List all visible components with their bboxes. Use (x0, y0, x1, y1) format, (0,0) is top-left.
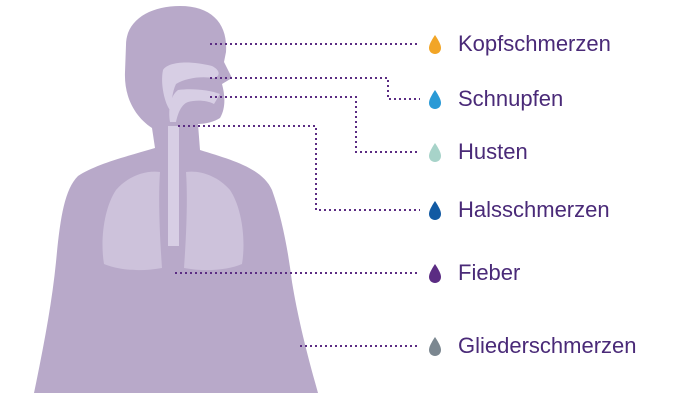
trachea (168, 126, 179, 246)
droplet-icon (429, 264, 441, 283)
symptom-label-kopfschmerzen: Kopfschmerzen (458, 33, 611, 55)
symptom-label-fieber: Fieber (458, 262, 520, 284)
droplet-icon (429, 337, 441, 356)
droplet-icon (429, 90, 441, 109)
symptom-label-husten: Husten (458, 141, 528, 163)
symptom-label-schnupfen: Schnupfen (458, 88, 563, 110)
leader-line-schnupfen (210, 78, 420, 99)
symptom-label-halsschmerzen: Halsschmerzen (458, 199, 610, 221)
droplet-icon (429, 35, 441, 54)
droplet-icon (429, 201, 441, 220)
droplet-icons (429, 35, 441, 356)
droplet-icon (429, 143, 441, 162)
symptom-label-gliederschmerzen: Gliederschmerzen (458, 335, 637, 357)
